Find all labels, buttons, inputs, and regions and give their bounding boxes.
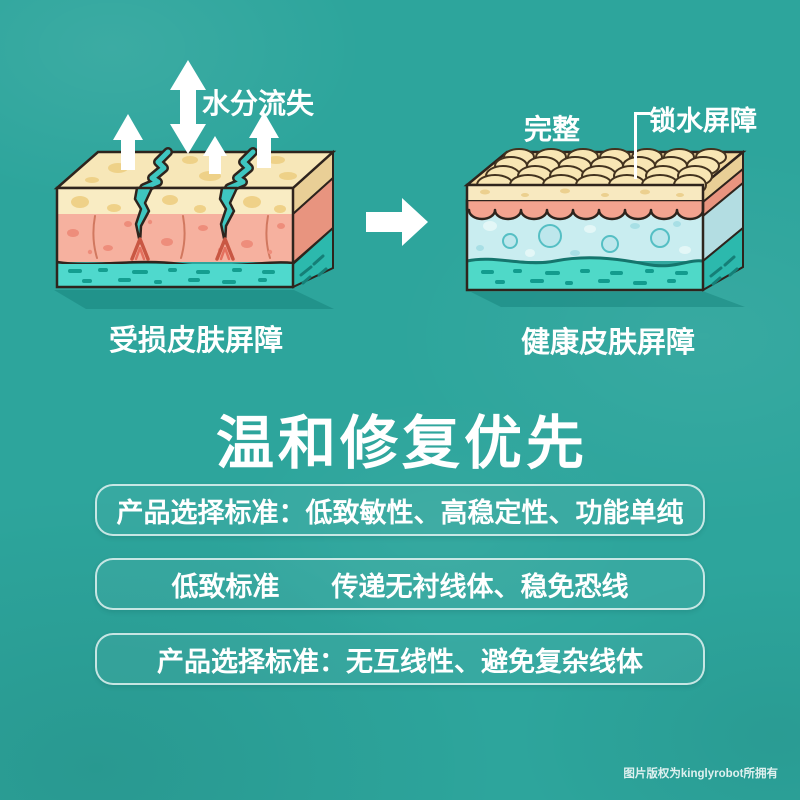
intact-label: 完整 [524,114,581,145]
teal-wave-line [466,256,704,268]
block-shadow [54,290,334,309]
double-arrow-icon [170,60,206,154]
cream-speckles [480,188,684,197]
front-face-outline [465,183,705,292]
label-leader-line [634,112,650,179]
copyright-watermark: 图片版权为kinglyrobot所拥有 [623,768,778,780]
criteria-content: 传递无衬线体、稳免恐线 [331,571,629,602]
criteria-row: 产品选择标准： 无互线性、避免复杂线体 [95,633,705,685]
salmon-seams [92,215,271,259]
criteria-label: 产品选择标准： [157,646,346,677]
salmon-bottom-lip [56,260,294,268]
damaged-skin-illustration [53,60,337,309]
criteria-label: 低致标准 [171,571,280,602]
block-shadow [471,292,745,307]
top-face-spots [85,156,297,183]
up-arrow-icon [203,136,227,174]
criteria-content: 无互线性、避免复杂线体 [346,646,643,677]
crack-left [130,147,173,261]
moisture-bubbles [476,221,691,257]
teal-dashes [68,268,275,284]
teal-layer [467,257,703,290]
water-loss-label: 水分流失 [202,88,315,119]
criteria-label: 产品选择标准： [116,497,306,528]
damaged-skin-caption: 受损皮肤屏障 [108,325,283,357]
cream-spots [71,195,286,213]
salmon-layer [57,214,293,262]
up-arrow-icon [113,114,143,170]
healthy-skin-illustration [463,148,747,307]
crack-right [215,147,258,261]
side-dashes [709,255,739,286]
corneocyte-cells [476,148,727,196]
teal-layer [57,264,293,287]
healthy-skin-caption: 健康皮肤屏障 [520,327,695,359]
criteria-row: 产品选择标准： 低致敏性、高稳定性、功能单纯 [95,484,705,536]
criteria-row: 低致标准 传递无衬线体、稳免恐线 [95,558,705,610]
salmon-scallop-layer [465,198,705,221]
teal-dashes [481,269,688,285]
barrier-label: 锁水屏障 [649,106,757,136]
up-arrow-icon [249,112,279,168]
side-dashes [299,254,328,285]
front-face-outline [55,186,295,289]
cream-layer [467,185,703,200]
right-arrow-icon [366,198,428,246]
criteria-content: 低致敏性、高稳定性、功能单纯 [305,497,684,528]
page-title: 温和修复优先 [215,411,588,476]
